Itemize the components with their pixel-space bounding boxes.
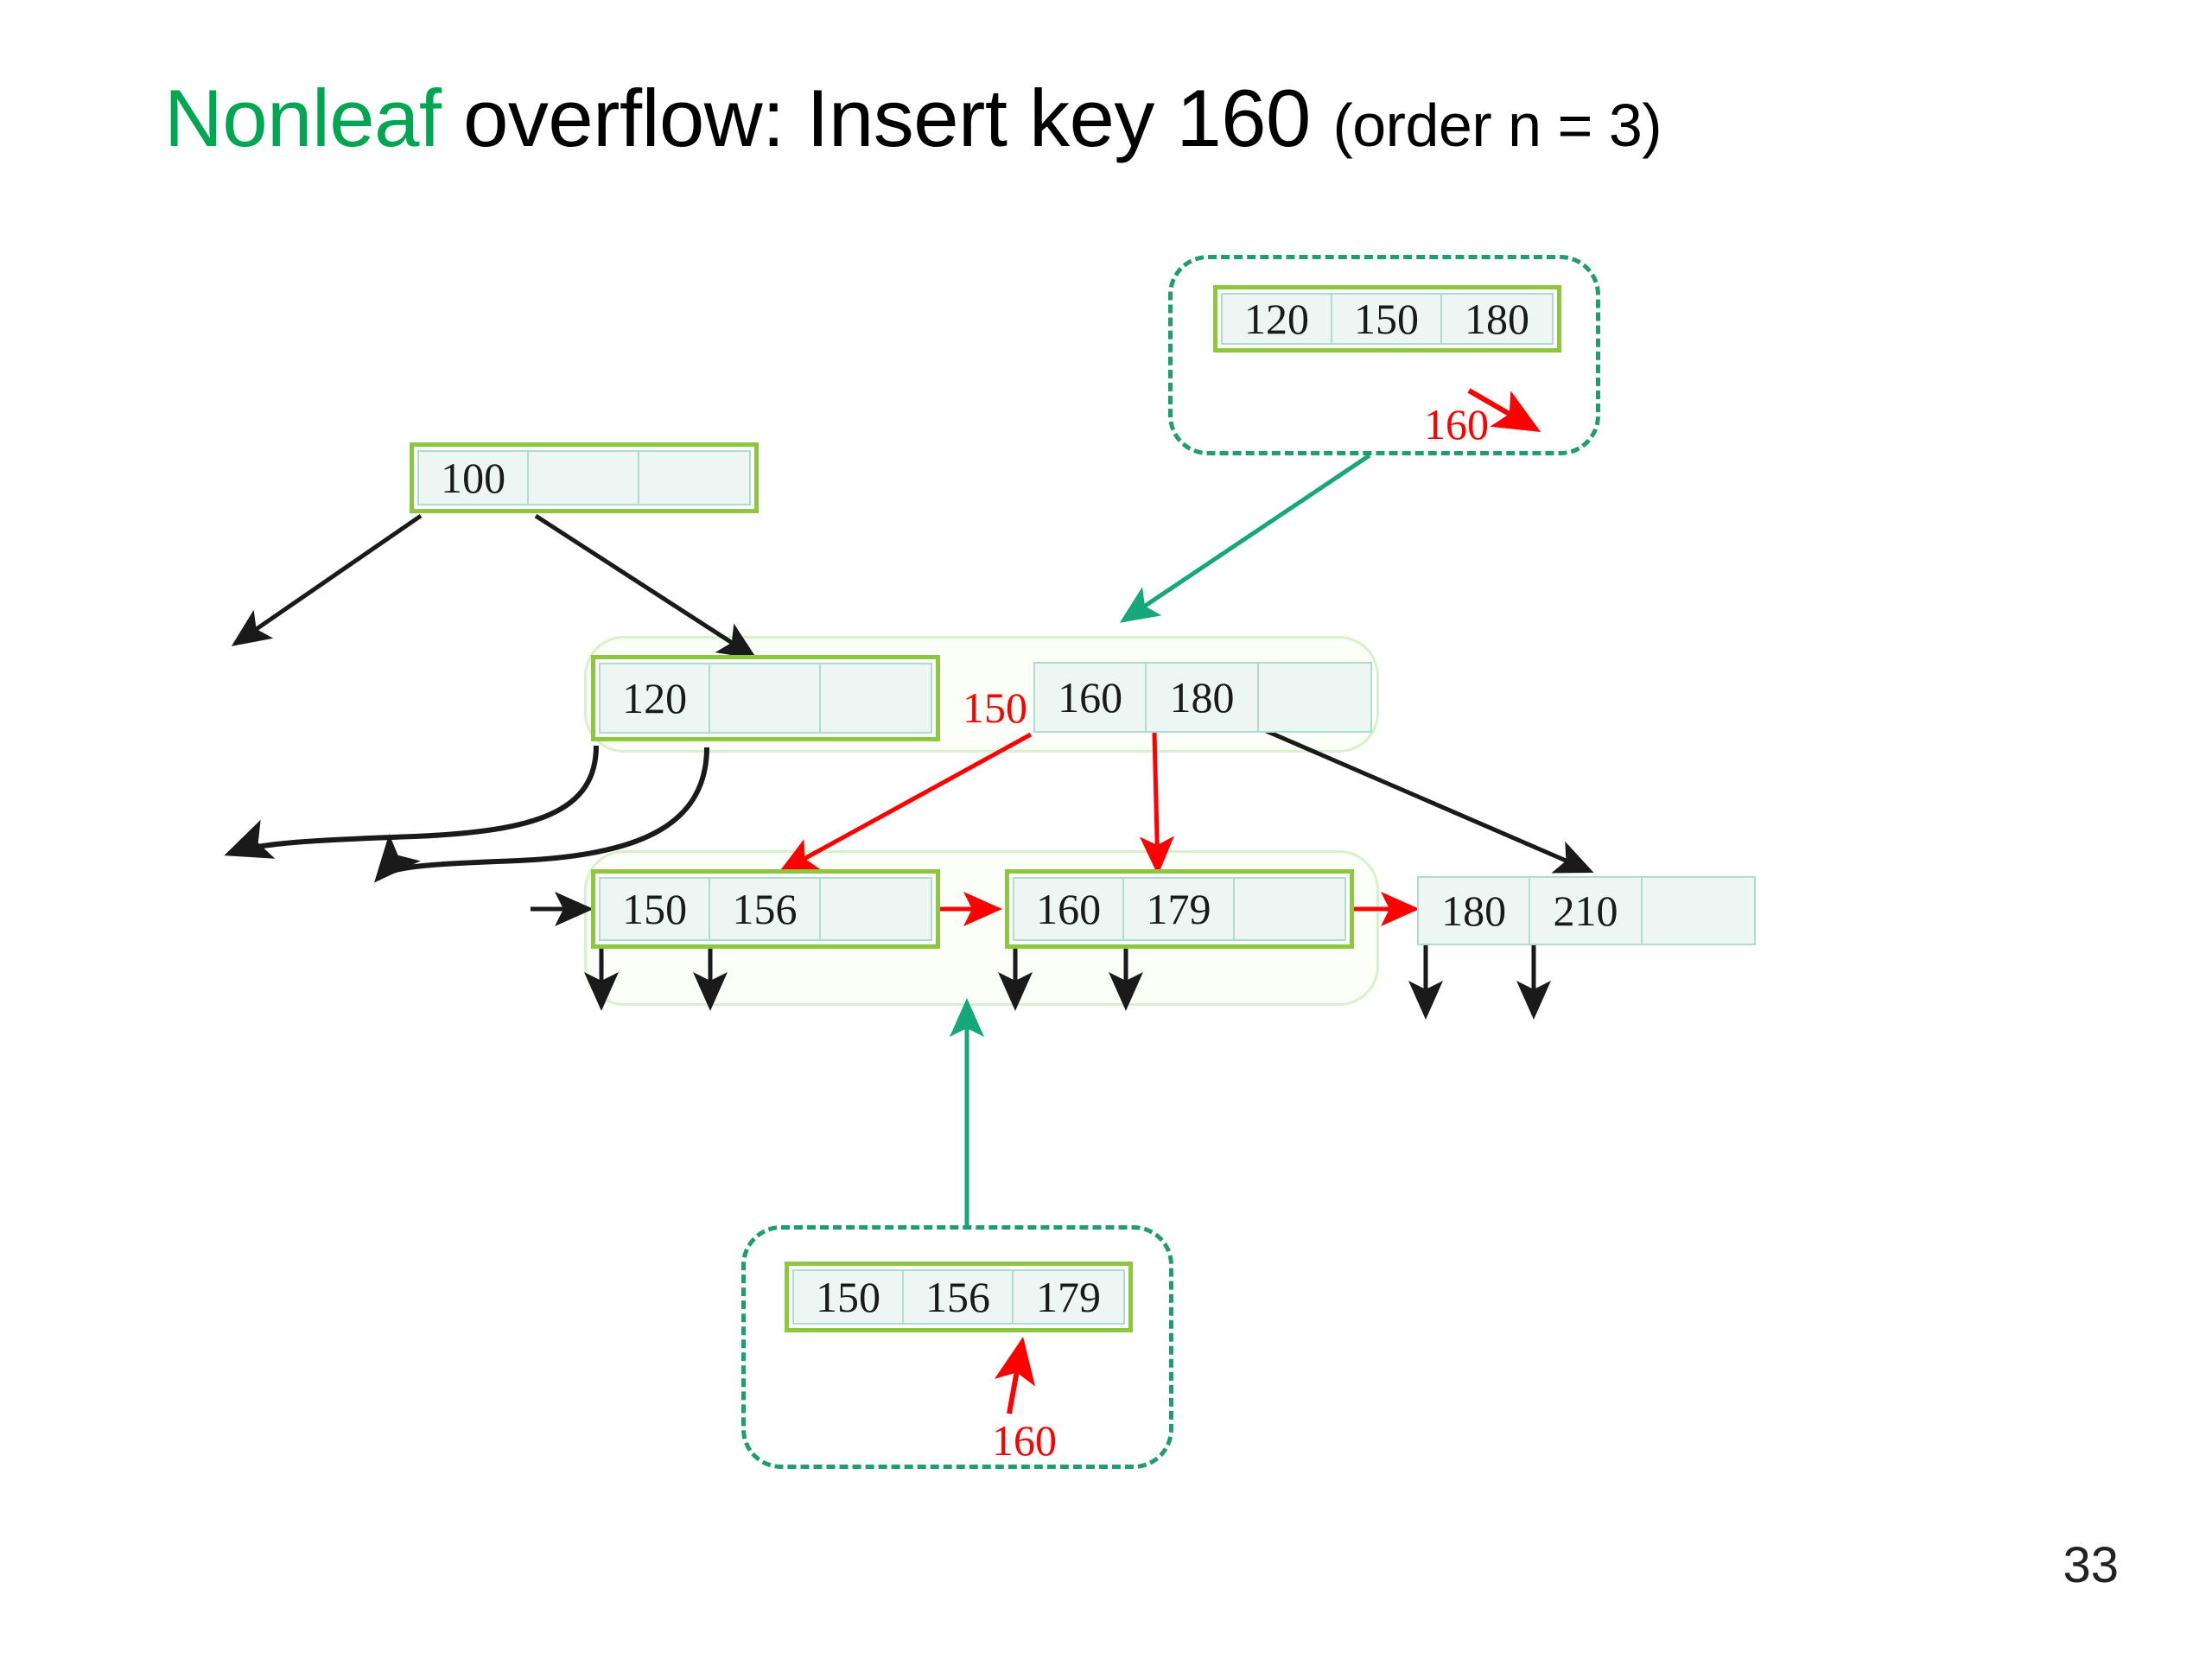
cell — [1643, 878, 1754, 944]
cell: 120 — [601, 664, 711, 732]
cell: 180 — [1464, 295, 1529, 343]
cell: 179 — [1035, 1273, 1101, 1321]
cell: 150 — [794, 1271, 905, 1323]
leaf-node-160-179: 160 179 — [1005, 869, 1354, 949]
cell: 156 — [710, 879, 821, 939]
cell: 150 — [1332, 295, 1442, 343]
callout-top-insert-key: 160 — [1424, 400, 1489, 448]
cell: 180 — [1147, 664, 1259, 731]
cell — [821, 879, 931, 939]
callout-top-node-cells: 120 150 180 — [1221, 293, 1554, 345]
cell: 120 — [1223, 295, 1333, 343]
internal-node-160-180-cells: 160 180 — [1033, 662, 1372, 733]
cell — [1259, 664, 1370, 731]
callout-bottom-node: 150 156 179 — [785, 1262, 1133, 1332]
cell: 156 — [904, 1271, 1014, 1323]
cell: 150 — [601, 879, 711, 939]
edge-root-to-left — [231, 513, 423, 646]
edge-callout-top-to-internal-level — [1119, 453, 1371, 623]
edge-internal120-child-a — [224, 745, 599, 859]
cell — [639, 452, 749, 504]
cell: 210 — [1530, 878, 1643, 944]
title-order-note: (order n = 3) — [1332, 92, 1662, 159]
cell — [821, 664, 931, 732]
page-number: 33 — [2063, 1537, 2119, 1593]
callout-bottom-insert-key: 160 — [992, 1416, 1057, 1465]
internal-node-160-180: 160 180 — [1033, 662, 1372, 733]
cell: 160 — [1035, 664, 1147, 731]
leaf-node-180-210-cells: 180 210 — [1417, 876, 1756, 945]
internal-node-120-cells: 120 — [599, 663, 932, 734]
cell — [529, 452, 639, 504]
cell — [1235, 879, 1344, 939]
internal-node-120: 120 — [591, 655, 940, 741]
split-key-label-150: 150 — [963, 683, 1027, 732]
leaf-node-150-156-cells: 150 156 — [599, 877, 932, 941]
leaf-node-180-210: 180 210 — [1417, 876, 1756, 945]
cell: 160 — [1014, 879, 1125, 939]
cell: 100 — [419, 452, 530, 504]
cell — [710, 664, 821, 732]
cell: 179 — [1124, 879, 1235, 939]
title-keyword-nonleaf: Nonleaf — [164, 73, 442, 163]
leaf-node-150-156: 150 156 — [591, 869, 940, 949]
title-main-text: overflow: Insert key 160 — [441, 73, 1333, 163]
callout-top-node: 120 150 180 — [1213, 285, 1561, 353]
leaf-node-160-179-cells: 160 179 — [1013, 877, 1346, 941]
root-node-cells: 100 — [417, 450, 751, 505]
page-title: Nonleaf overflow: Insert key 160 (order … — [164, 73, 2108, 163]
root-node-100: 100 — [410, 442, 759, 513]
cell: 180 — [1419, 878, 1531, 944]
callout-bottom-node-cells: 150 156 179 — [792, 1269, 1125, 1325]
